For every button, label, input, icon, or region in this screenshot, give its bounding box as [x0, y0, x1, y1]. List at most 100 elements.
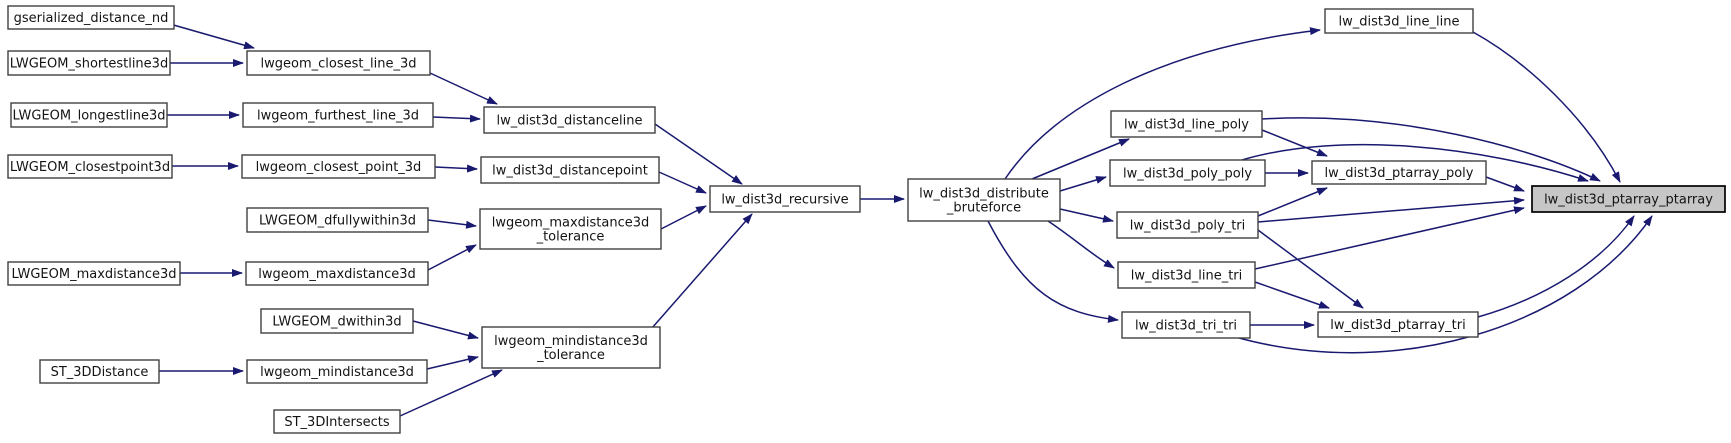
node-box[interactable]	[1117, 261, 1256, 289]
edge-gserialized_distance_nd--lwgeom_closest_line_3d	[169, 23, 255, 50]
node-box[interactable]	[1116, 211, 1259, 239]
edge-lw_dist3d_poly_tri--lw_dist3d_ptarray_ptarray	[1257, 196, 1525, 223]
node-label: lw_dist3d_line_poly	[1124, 118, 1249, 133]
node-LWGEOM_longestline3d[interactable]: LWGEOM_longestline3d	[10, 102, 168, 128]
node-ST_3DDistance[interactable]: ST_3DDistance	[39, 359, 160, 384]
node-box[interactable]	[483, 106, 656, 134]
edge-lw_dist3d_poly_poly--lw_dist3d_ptarray_ptarray	[1241, 143, 1589, 182]
node-label: LWGEOM_closestpoint3d	[10, 160, 170, 175]
node-label: lwgeom_closest_line_3d	[261, 57, 417, 72]
node-lwgeom_mindistance3d_tolerance[interactable]: lwgeom_mindistance3d_tolerance	[481, 326, 661, 369]
edge-lw_dist3d_line_tri--lw_dist3d_ptarray_tri	[1254, 281, 1330, 309]
node-lw_dist3d_tri_tri[interactable]: lw_dist3d_tri_tri	[1121, 311, 1251, 339]
node-label: lw_dist3d_ptarray_tri	[1330, 318, 1466, 333]
node-box[interactable]	[1110, 110, 1263, 138]
node-label: lwgeom_furthest_line_3d	[257, 109, 419, 124]
node-box[interactable]	[7, 154, 173, 179]
node-box[interactable]	[907, 178, 1061, 222]
edge-lw_dist3d_poly_tri--lw_dist3d_ptarray_poly	[1257, 187, 1328, 217]
edge-lw_dist3d_line_poly--lw_dist3d_ptarray_ptarray	[1261, 117, 1601, 182]
node-box[interactable]	[246, 50, 431, 76]
node-lw_dist3d_distanceline[interactable]: lw_dist3d_distanceline	[483, 106, 656, 134]
node-box[interactable]	[273, 409, 401, 434]
node-label: LWGEOM_dfullywithin3d	[259, 214, 416, 229]
node-box[interactable]	[10, 102, 168, 128]
edge-ST_3DIntersects--lwgeom_mindistance3d_tolerance	[399, 369, 503, 417]
node-lwgeom_maxdistance3d_tolerance[interactable]: lwgeom_maxdistance3d_tolerance	[479, 208, 662, 250]
node-label: LWGEOM_longestline3d	[12, 109, 165, 124]
node-lwgeom_mindistance3d[interactable]: lwgeom_mindistance3d	[246, 359, 428, 384]
edge-lwgeom_closest_line_3d--lw_dist3d_distanceline	[429, 72, 498, 105]
node-box[interactable]	[1317, 311, 1479, 338]
node-label: lw_dist3d_ptarray_poly	[1325, 166, 1474, 181]
node-box[interactable]	[241, 154, 436, 179]
node-box	[1531, 185, 1726, 213]
node-label: lwgeom_mindistance3d_tolerance	[494, 334, 648, 363]
node-box[interactable]	[481, 326, 661, 369]
node-box[interactable]	[7, 5, 175, 30]
edge-lw_dist3d_ptarray_poly--lw_dist3d_ptarray_ptarray	[1485, 176, 1525, 192]
node-lw_dist3d_recursive[interactable]: lw_dist3d_recursive	[709, 185, 861, 213]
node-LWGEOM_shortestline3d[interactable]: LWGEOM_shortestline3d	[7, 50, 171, 76]
node-gserialized_distance_nd[interactable]: gserialized_distance_nd	[7, 5, 175, 30]
node-label: LWGEOM_maxdistance3d	[11, 267, 176, 282]
node-label: lwgeom_maxdistance3d	[258, 267, 416, 282]
edge-lwgeom_maxdistance3d_tolerance--lw_dist3d_recursive	[660, 205, 707, 230]
node-label: lw_dist3d_distanceline	[496, 114, 642, 129]
node-label: gserialized_distance_nd	[14, 11, 169, 26]
node-lwgeom_maxdistance3d[interactable]: lwgeom_maxdistance3d	[245, 261, 429, 286]
node-LWGEOM_maxdistance3d[interactable]: LWGEOM_maxdistance3d	[7, 261, 181, 286]
edge-lw_dist3d_line_poly--lw_dist3d_ptarray_poly	[1261, 129, 1328, 157]
node-lw_dist3d_line_poly[interactable]: lw_dist3d_line_poly	[1110, 110, 1263, 138]
node-box[interactable]	[246, 207, 429, 233]
node-LWGEOM_dwithin3d[interactable]: LWGEOM_dwithin3d	[260, 308, 414, 334]
node-lw_dist3d_poly_poly[interactable]: lw_dist3d_poly_poly	[1109, 159, 1266, 187]
node-lw_dist3d_distribute_bruteforce[interactable]: lw_dist3d_distribute_bruteforce	[907, 178, 1061, 222]
edge-lwgeom_mindistance3d--lwgeom_mindistance3d_tolerance	[426, 355, 479, 370]
edge-lw_dist3d_distribute_bruteforce--lw_dist3d_line_poly	[1031, 138, 1130, 180]
node-label: lwgeom_maxdistance3d_tolerance	[492, 216, 650, 245]
edge-lw_dist3d_distribute_bruteforce--lw_dist3d_line_line	[1004, 27, 1321, 180]
node-box[interactable]	[7, 261, 181, 286]
node-box[interactable]	[39, 359, 160, 384]
node-label: lw_dist3d_poly_poly	[1123, 167, 1252, 182]
edge-lw_dist3d_distribute_bruteforce--lw_dist3d_poly_tri	[1059, 208, 1114, 223]
node-lw_dist3d_line_tri[interactable]: lw_dist3d_line_tri	[1117, 261, 1256, 289]
node-label: lw_dist3d_distancepoint	[492, 164, 648, 179]
node-box[interactable]	[479, 208, 662, 250]
edge-lw_dist3d_ptarray_tri--lw_dist3d_ptarray_ptarray	[1477, 215, 1635, 318]
node-box[interactable]	[1121, 311, 1251, 339]
node-lw_dist3d_poly_tri[interactable]: lw_dist3d_poly_tri	[1116, 211, 1259, 239]
node-label: lw_dist3d_recursive	[721, 193, 848, 208]
node-box[interactable]	[1324, 8, 1474, 34]
node-lwgeom_closest_point_3d[interactable]: lwgeom_closest_point_3d	[241, 154, 436, 179]
node-box[interactable]	[245, 261, 429, 286]
node-label: lwgeom_mindistance3d	[260, 365, 414, 380]
node-LWGEOM_dfullywithin3d[interactable]: LWGEOM_dfullywithin3d	[246, 207, 429, 233]
edge-lwgeom_maxdistance3d--lwgeom_maxdistance3d_tolerance	[427, 244, 477, 271]
node-label: LWGEOM_shortestline3d	[10, 57, 168, 72]
node-LWGEOM_closestpoint3d[interactable]: LWGEOM_closestpoint3d	[7, 154, 173, 179]
node-box[interactable]	[1109, 159, 1266, 187]
node-ST_3DIntersects[interactable]: ST_3DIntersects	[273, 409, 401, 434]
node-box[interactable]	[709, 185, 861, 213]
node-lwgeom_furthest_line_3d[interactable]: lwgeom_furthest_line_3d	[242, 102, 434, 128]
node-box[interactable]	[246, 359, 428, 384]
node-box[interactable]	[480, 156, 660, 184]
edge-lw_dist3d_distribute_bruteforce--lw_dist3d_tri_tri	[987, 220, 1119, 323]
node-box[interactable]	[7, 50, 171, 76]
node-box[interactable]	[260, 308, 414, 334]
node-lw_dist3d_line_line[interactable]: lw_dist3d_line_line	[1324, 8, 1474, 34]
node-box[interactable]	[242, 102, 434, 128]
edge-lw_dist3d_line_line--lw_dist3d_ptarray_ptarray	[1472, 31, 1621, 183]
node-label: ST_3DDistance	[51, 365, 149, 380]
node-lw_dist3d_ptarray_tri[interactable]: lw_dist3d_ptarray_tri	[1317, 311, 1479, 338]
node-box[interactable]	[1311, 160, 1487, 185]
node-lw_dist3d_distancepoint[interactable]: lw_dist3d_distancepoint	[480, 156, 660, 184]
edge-lwgeom_furthest_line_3d--lw_dist3d_distanceline	[432, 114, 481, 123]
node-label: lw_dist3d_poly_tri	[1130, 219, 1246, 234]
node-lw_dist3d_ptarray_poly[interactable]: lw_dist3d_ptarray_poly	[1311, 160, 1487, 185]
node-lwgeom_closest_line_3d[interactable]: lwgeom_closest_line_3d	[246, 50, 431, 76]
edge-LWGEOM_dwithin3d--lwgeom_mindistance3d_tolerance	[412, 320, 479, 340]
